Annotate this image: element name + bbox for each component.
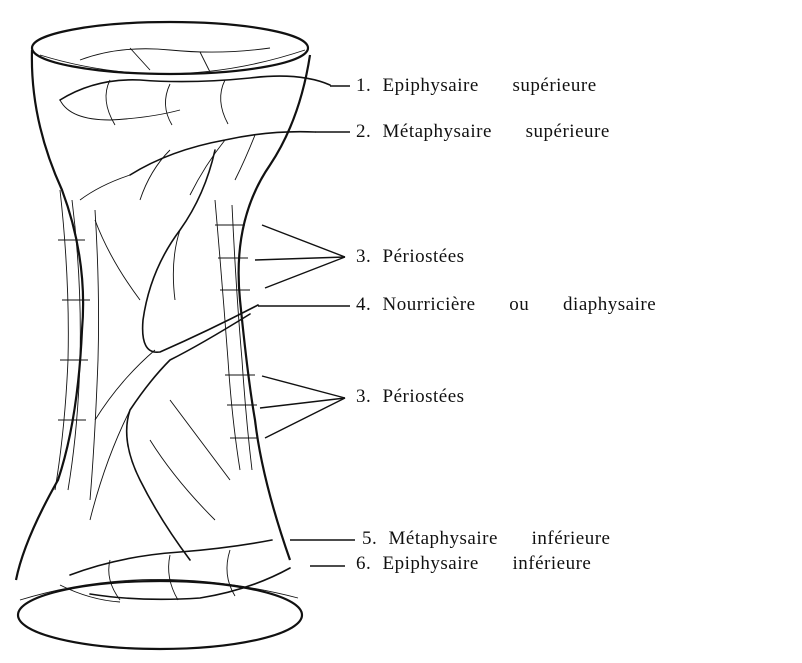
arrow-periostees-bottom-3 (265, 398, 345, 438)
vessel (235, 135, 255, 180)
vessel (70, 540, 272, 575)
vessel (221, 80, 228, 124)
arrow-periostees-bottom-1 (262, 376, 345, 398)
vessel (95, 350, 155, 420)
vessel (55, 190, 68, 490)
vessel (165, 84, 172, 125)
label-epiphysaire-inferieure: 6. Epiphysaire inférieure (356, 553, 591, 575)
long-bone (16, 22, 330, 649)
vessel (127, 314, 250, 560)
vessel (170, 400, 230, 480)
vessel (150, 440, 215, 520)
label-periostees-top: 3. Périostées (356, 246, 465, 268)
vessel (200, 52, 210, 72)
vessel (232, 205, 252, 470)
vessel (68, 200, 80, 490)
vessel (227, 550, 235, 596)
arrow-periostees-top-1 (262, 225, 345, 257)
label-metaphysaire-inferieure: 5. Métaphysaire inférieure (362, 528, 611, 550)
label-periostees-bottom: 3. Périostées (356, 386, 465, 408)
vessel (60, 76, 330, 100)
upper-metaphyseal-vessels (80, 132, 315, 200)
periosteal-vessels (55, 190, 258, 500)
lower-articular-surface (18, 581, 302, 649)
upper-cap-edge (40, 50, 305, 74)
arrow-periostees-bottom-2 (260, 398, 345, 408)
vessel (215, 200, 240, 470)
vessel (190, 140, 225, 195)
upper-articular-surface (32, 22, 308, 74)
vessel (169, 555, 178, 600)
arrow-periostees-top-2 (255, 257, 345, 260)
arrow-periostees-top-3 (265, 257, 345, 288)
label-epiphysaire-superieure: 1. Epiphysaire supérieure (356, 75, 597, 97)
label-nourriciere: 4. Nourricière ou diaphysaire (356, 294, 656, 316)
vessel (106, 80, 115, 125)
label-metaphysaire-superieure: 2. Métaphysaire supérieure (356, 121, 610, 143)
vessel (80, 175, 130, 200)
vessel (173, 230, 180, 300)
upper-epiphyseal-vessels (60, 48, 330, 125)
bone-right-contour (239, 55, 310, 560)
vessel (109, 560, 120, 600)
vessel (95, 220, 140, 300)
bone-left-contour (16, 50, 83, 580)
vessel (90, 210, 99, 500)
vessel (80, 48, 270, 60)
vessel (90, 568, 290, 599)
vessel (60, 100, 180, 120)
vessel (130, 132, 315, 175)
lower-vessels (60, 540, 290, 602)
vessel (90, 410, 130, 520)
nutrient-artery (90, 150, 258, 560)
vessel (130, 48, 150, 70)
